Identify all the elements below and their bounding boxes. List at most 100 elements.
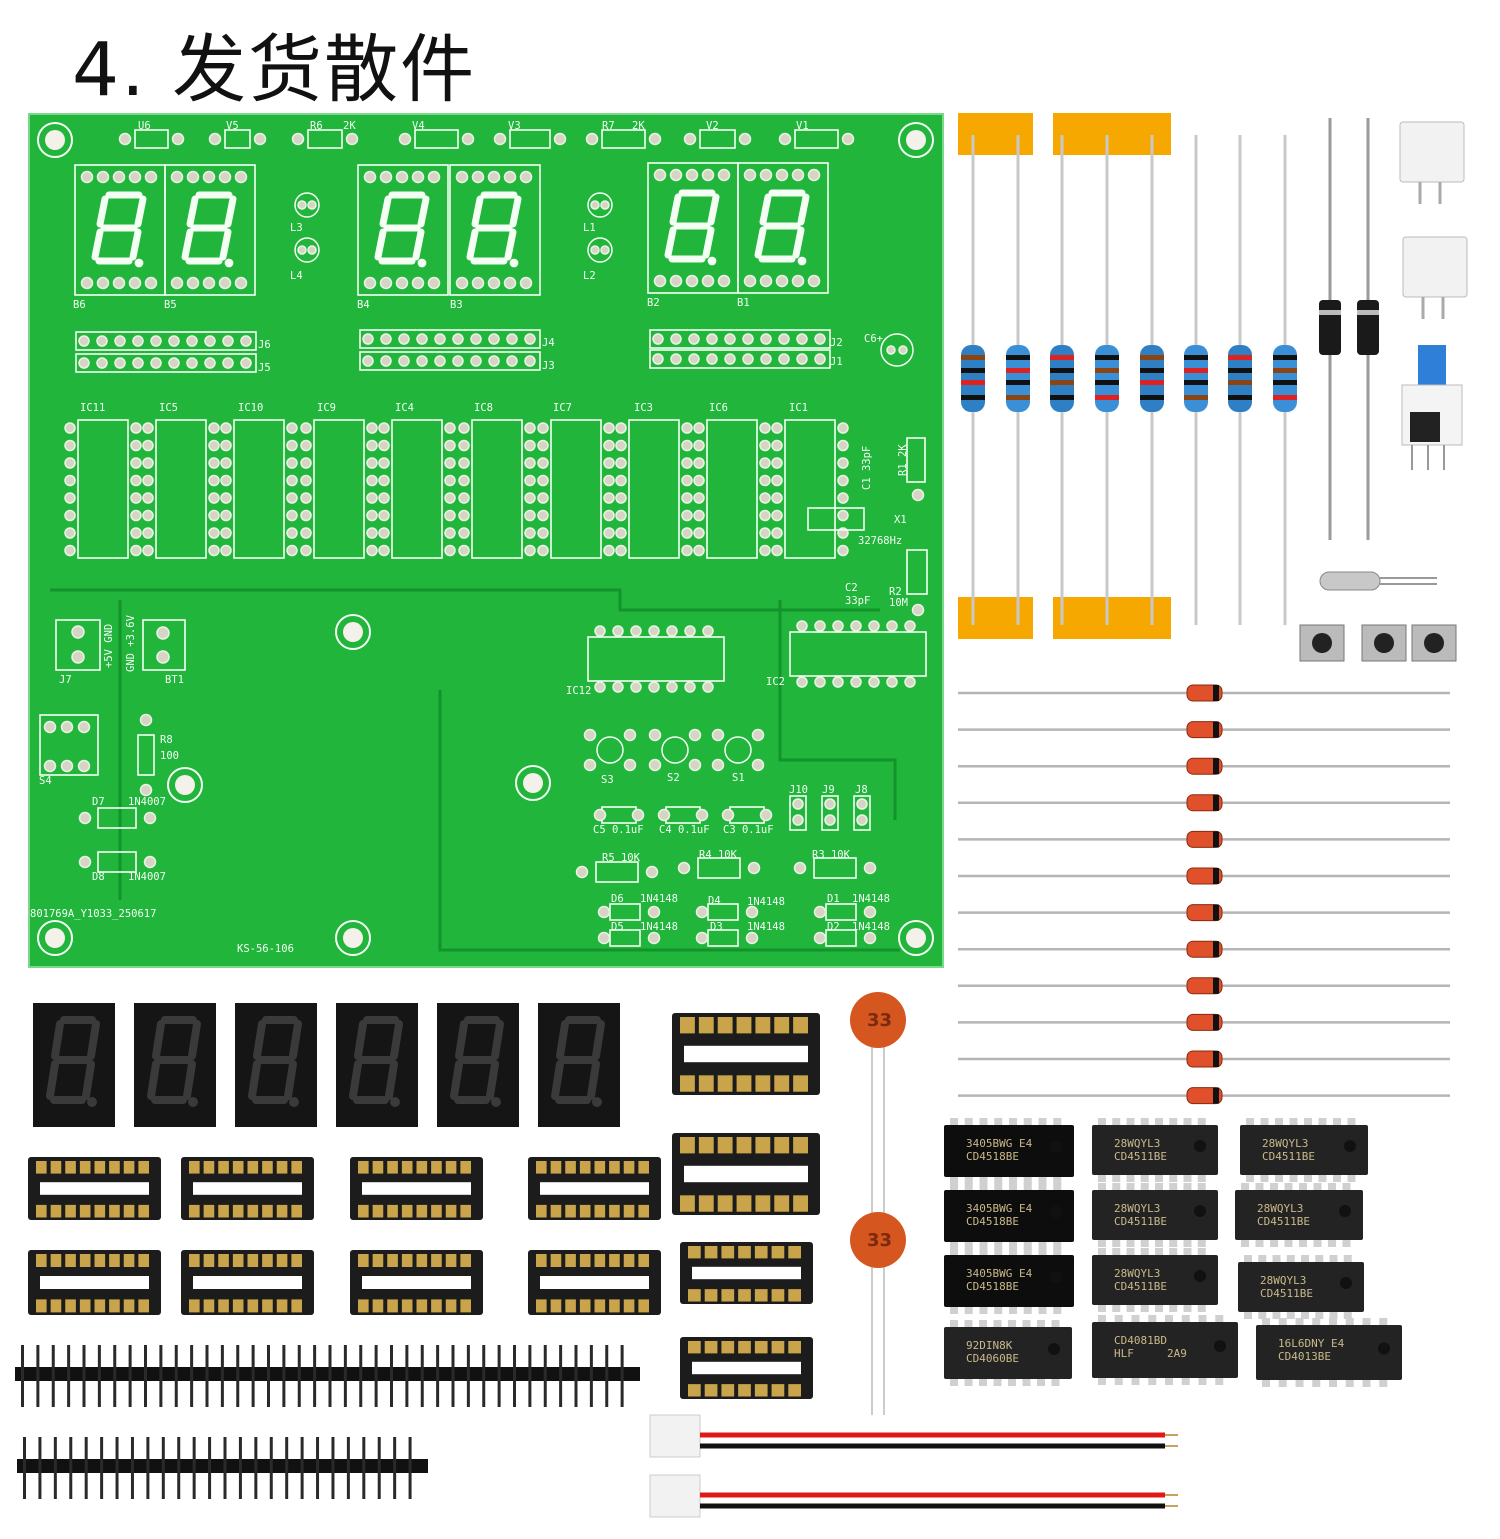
resistor-tape bbox=[958, 597, 1033, 639]
silkscreen-outline bbox=[697, 857, 741, 879]
pcb-digit-decimal-point bbox=[134, 258, 144, 268]
pcb-pad bbox=[657, 808, 671, 822]
pcb-pad bbox=[503, 276, 517, 290]
pcb-pad bbox=[759, 168, 773, 182]
pcb-trace bbox=[778, 600, 897, 820]
pcb-pad bbox=[759, 808, 773, 822]
pcb-pad bbox=[80, 170, 94, 184]
pcb-pad bbox=[506, 355, 518, 367]
pcb-pad bbox=[434, 333, 446, 345]
pcb-trace bbox=[50, 588, 880, 612]
silkscreen-label: IC7 bbox=[553, 402, 572, 414]
silkscreen-outline bbox=[595, 861, 639, 883]
resistor-band bbox=[1273, 380, 1297, 385]
pcb-digit-segment bbox=[707, 193, 720, 226]
silkscreen-outline bbox=[75, 331, 257, 351]
pcb-pad bbox=[130, 509, 142, 522]
led-outline bbox=[294, 237, 320, 263]
pcb-pad bbox=[307, 245, 317, 255]
resistor-band bbox=[1228, 355, 1252, 360]
push-switch-window bbox=[1410, 412, 1440, 442]
pcb-pad bbox=[411, 276, 425, 290]
silkscreen-label: IC10 bbox=[238, 402, 264, 414]
capacitor-value: 33 bbox=[867, 1010, 893, 1031]
resistor-band bbox=[961, 395, 985, 400]
resistor bbox=[1095, 345, 1119, 412]
pcb-pad bbox=[583, 728, 597, 742]
pcb-pad bbox=[597, 931, 611, 945]
silkscreen-outline bbox=[142, 619, 186, 671]
silkscreen-label: S3 bbox=[601, 774, 614, 786]
pcb-pad bbox=[143, 855, 157, 869]
pcb-pad bbox=[458, 439, 470, 452]
pcb-trace bbox=[438, 690, 900, 952]
pcb-pad bbox=[455, 170, 469, 184]
pcb-pad bbox=[204, 335, 216, 347]
pcb-pad bbox=[759, 474, 771, 487]
silkscreen-outline bbox=[137, 734, 155, 776]
pcb-pad bbox=[156, 650, 170, 664]
resistor-tape bbox=[958, 113, 1033, 155]
pcb-pad bbox=[693, 527, 705, 539]
pcb-pad bbox=[648, 728, 662, 742]
pcb-pad bbox=[814, 353, 826, 365]
silkscreen-label: J7 bbox=[59, 674, 72, 686]
pcb-pad bbox=[458, 509, 470, 522]
silkscreen-label: S4 bbox=[39, 775, 52, 787]
pcb-pad bbox=[603, 492, 615, 504]
silkscreen-outline bbox=[233, 419, 285, 559]
silkscreen-outline bbox=[77, 419, 129, 559]
pcb-pad bbox=[537, 474, 549, 487]
pcb-pad bbox=[186, 357, 198, 369]
pcb-pad bbox=[688, 333, 700, 345]
silkscreen-label: R2 bbox=[889, 586, 902, 598]
tact-switch-button bbox=[1312, 633, 1332, 653]
pcb-pad bbox=[603, 439, 615, 452]
silkscreen-label: R3 10K bbox=[812, 849, 850, 861]
pcb-pad bbox=[807, 274, 821, 288]
silkscreen-label: 1N4148 bbox=[747, 921, 785, 933]
pcb-pad bbox=[519, 170, 533, 184]
tact-switch-button bbox=[1374, 633, 1394, 653]
resistor-band bbox=[1140, 395, 1164, 400]
silkscreen-label: S1 bbox=[732, 772, 745, 784]
pcb-pad bbox=[398, 132, 412, 146]
silkscreen-outline bbox=[587, 636, 725, 682]
silkscreen-label: L1 bbox=[583, 222, 596, 234]
pcb-pad bbox=[837, 509, 849, 522]
silkscreen-label: J1 bbox=[830, 356, 843, 368]
silkscreen-outline bbox=[134, 129, 169, 149]
ic-part-number: CD4511BE bbox=[1114, 1280, 1167, 1293]
pcb-pad bbox=[202, 276, 216, 290]
resistor bbox=[961, 345, 985, 412]
pcb-pad bbox=[771, 527, 783, 539]
pcb-pad bbox=[724, 353, 736, 365]
pcb-pad bbox=[760, 333, 772, 345]
pcb-digit-segment bbox=[91, 228, 104, 261]
pcb-pad bbox=[222, 335, 234, 347]
pcb-pad bbox=[452, 333, 464, 345]
pcb-pad bbox=[630, 681, 642, 693]
switch-outline bbox=[724, 736, 752, 764]
signal-diode-band bbox=[1213, 685, 1219, 701]
pcb-pad bbox=[670, 333, 682, 345]
pcb-pad bbox=[444, 544, 456, 557]
silkscreen-label: C2 bbox=[845, 582, 858, 594]
pcb-pad bbox=[220, 544, 232, 557]
silkscreen-label: +5V GND bbox=[103, 623, 115, 668]
pcb-pad bbox=[612, 681, 624, 693]
pcb-pad bbox=[615, 422, 627, 434]
pcb-pad bbox=[537, 527, 549, 539]
silkscreen-label: C1 33pF bbox=[861, 445, 873, 490]
pcb-pad bbox=[458, 492, 470, 504]
pcb-pad bbox=[669, 168, 683, 182]
pcb-pad bbox=[693, 439, 705, 452]
pcb-pad bbox=[378, 544, 390, 557]
pcb-pad bbox=[300, 439, 312, 452]
silkscreen-label: 2K bbox=[632, 120, 645, 132]
switch-outline bbox=[596, 736, 624, 764]
